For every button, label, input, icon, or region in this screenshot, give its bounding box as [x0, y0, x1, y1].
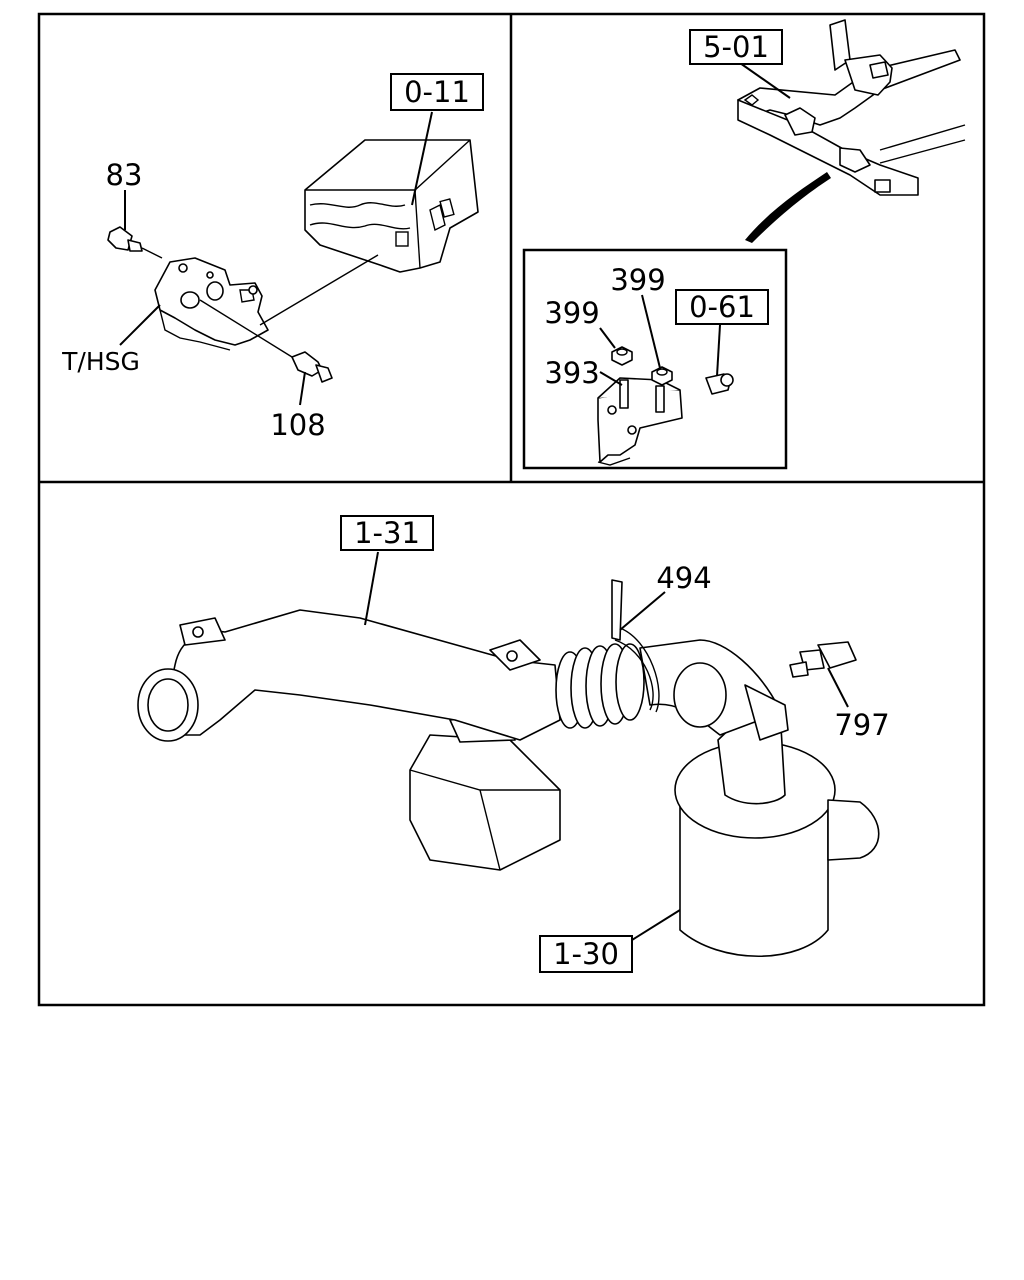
callout-797: 797 — [834, 708, 889, 742]
leader-108 — [299, 371, 306, 406]
sensor-797-drawing — [789, 641, 857, 678]
intake-duct-drawing — [137, 609, 561, 742]
leader-0-11 — [411, 111, 433, 206]
resonator-drawing — [409, 714, 561, 871]
leader-494 — [619, 591, 666, 631]
leader-393 — [599, 371, 623, 386]
bracket-drawing — [597, 377, 683, 466]
ref-label-0-11: 0-11 — [404, 75, 470, 109]
callout-494: 494 — [656, 561, 711, 595]
callout-83: 83 — [106, 158, 143, 192]
callout-393: 393 — [544, 356, 599, 390]
leader-399b — [641, 294, 661, 369]
leader-5-01 — [739, 62, 791, 99]
ref-box-5-01 — [689, 29, 783, 65]
engine-block-drawing — [304, 139, 479, 273]
bellows-drawing — [555, 639, 789, 741]
frame-member-drawing — [737, 19, 966, 196]
ref-box-1-31 — [340, 515, 434, 551]
clamp-494-drawing — [611, 579, 660, 713]
ref-box-1-30 — [539, 935, 633, 973]
leader-1-30 — [631, 909, 681, 941]
leader-0-61 — [716, 324, 721, 377]
callout-399-right: 399 — [610, 263, 665, 297]
ref-label-5-01: 5-01 — [703, 30, 769, 64]
leader-797 — [827, 667, 849, 708]
ref-box-0-11 — [390, 73, 484, 111]
panel-bottom: 1-31 1-30 494 797 — [137, 515, 890, 973]
ref-box-0-61 — [675, 289, 769, 325]
callout-thsg: T/HSG — [61, 347, 140, 376]
leader-thsg — [119, 304, 161, 346]
ref-label-1-30: 1-30 — [553, 937, 619, 971]
bolt-0-61-drawing — [705, 373, 734, 395]
callout-399-left: 399 — [544, 296, 599, 330]
panel-top-right: 5-01 0-61 399 399 — [522, 19, 966, 470]
leader-1-31 — [364, 551, 379, 626]
detail-arrow — [745, 172, 831, 243]
ref-label-0-61: 0-61 — [689, 290, 755, 324]
leader-399a — [599, 327, 616, 349]
panel-top-left: 0-11 83 108 T/HSG — [61, 73, 484, 442]
air-cleaner-drawing — [674, 699, 880, 958]
ref-label-1-31: 1-31 — [354, 516, 420, 550]
assembly-line — [259, 254, 379, 326]
callout-108: 108 — [270, 408, 325, 442]
nut-399b-drawing — [651, 366, 673, 386]
detail-inset — [522, 248, 788, 470]
bolt-83-drawing — [107, 226, 163, 259]
nut-399a-drawing — [611, 346, 633, 366]
sensor-108-drawing — [199, 299, 333, 383]
thermostat-housing-drawing — [154, 257, 269, 351]
